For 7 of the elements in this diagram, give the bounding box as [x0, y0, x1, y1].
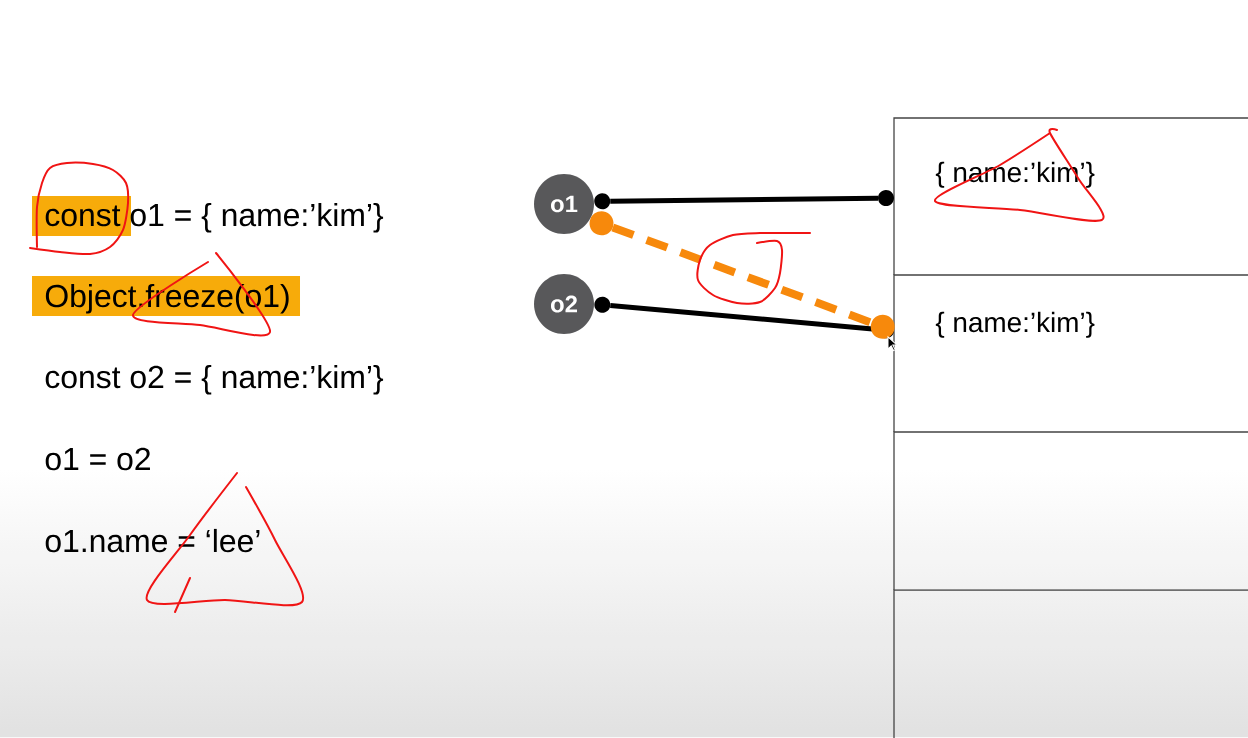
- memory-cell: [893, 431, 1248, 591]
- memory-cell: { name:’kim’}: [893, 274, 1248, 433]
- pointer-line: [589, 211, 895, 339]
- code-line: const o2 = { name:’kim’}: [45, 364, 384, 395]
- code-line: o1 = o2: [45, 447, 150, 471]
- memory-cell: [893, 589, 1248, 738]
- pointer-line: [594, 190, 894, 210]
